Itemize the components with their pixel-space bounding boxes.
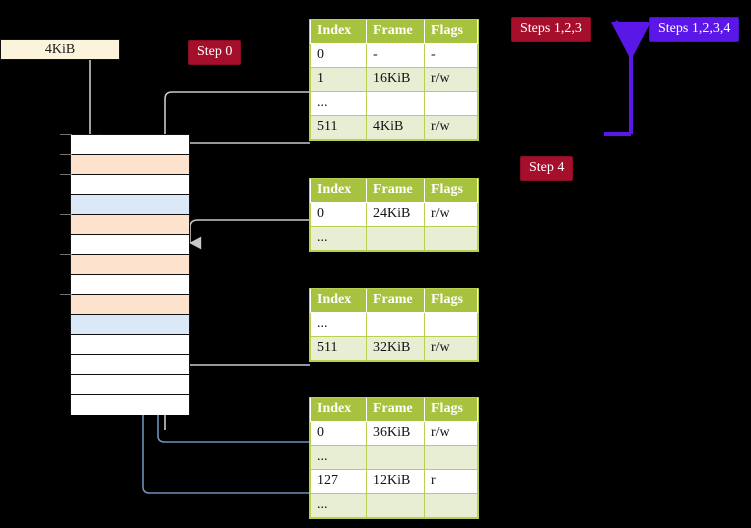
column-header-frame: Frame: [366, 20, 425, 44]
memory-row-tick: [60, 214, 72, 215]
column-header-index: Index: [310, 289, 367, 313]
step-0-badge-label: Step 0: [197, 44, 233, 59]
column-header-flags: Flags: [424, 179, 478, 203]
table-cell-frame: -: [366, 43, 425, 68]
memory-row: [71, 295, 189, 315]
table-cell-index: 0: [310, 421, 367, 446]
table-cell-flags: -: [424, 43, 478, 68]
table-cell-index: ...: [310, 493, 367, 518]
table-cell-index: 1: [310, 67, 367, 92]
steps-1234-badge: Steps 1,2,3,4: [650, 18, 739, 41]
memory-row: [71, 315, 189, 335]
table-cell-frame: 32KiB: [366, 336, 425, 361]
column-header-flags: Flags: [424, 289, 478, 313]
column-header-index: Index: [310, 20, 367, 44]
table-cell-flags: r/w: [424, 202, 478, 227]
table-cell-frame: 16KiB: [366, 67, 425, 92]
column-header-frame: Frame: [366, 289, 425, 313]
table-cell-index: 511: [310, 115, 367, 140]
steps-123-badge: Steps 1,2,3: [512, 18, 590, 41]
table-cell-frame: 12KiB: [366, 469, 425, 494]
memory-row-tick: [60, 294, 72, 295]
table-cell-frame: 4KiB: [366, 115, 425, 140]
table-cell-frame: [366, 445, 425, 470]
table-cell-index: 0: [310, 202, 367, 227]
column-header-flags: Flags: [424, 398, 478, 422]
memory-row: [71, 175, 189, 195]
table-cell-frame: [366, 226, 425, 251]
table-cell-frame: [366, 493, 425, 518]
table-cell-index: ...: [310, 312, 367, 337]
table-cell-frame: 24KiB: [366, 202, 425, 227]
memory-row: [71, 335, 189, 355]
table-cell-flags: r/w: [424, 67, 478, 92]
table-row: ...: [310, 445, 478, 470]
table-row: 0--: [310, 43, 478, 68]
step-4-badge-label: Step 4: [529, 160, 565, 175]
column-header-flags: Flags: [424, 20, 478, 44]
memory-row: [71, 235, 189, 255]
table-row: ...: [310, 226, 478, 251]
table-cell-frame: [366, 312, 425, 337]
memory-row: [71, 195, 189, 215]
physical-memory-column: [70, 134, 190, 415]
table-cell-flags: [424, 493, 478, 518]
table-cell-index: ...: [310, 91, 367, 116]
table-row: ...: [310, 312, 478, 337]
table-cell-flags: [424, 91, 478, 116]
table-row: ...: [310, 493, 478, 518]
table-cell-frame: [366, 91, 425, 116]
table-cell-index: ...: [310, 226, 367, 251]
column-header-index: Index: [310, 179, 367, 203]
table-row: ...: [310, 91, 478, 116]
column-header-frame: Frame: [366, 398, 425, 422]
step-0-badge: Step 0: [189, 41, 241, 64]
table-cell-frame: 36KiB: [366, 421, 425, 446]
steps-123-badge-label: Steps 1,2,3: [520, 21, 582, 36]
memory-row: [71, 255, 189, 275]
table-cell-flags: r/w: [424, 421, 478, 446]
memory-row-tick: [60, 134, 72, 135]
steps-1234-badge-label: Steps 1,2,3,4: [658, 21, 731, 36]
step-4-badge: Step 4: [521, 157, 573, 180]
table-cell-flags: r: [424, 469, 478, 494]
memory-row: [71, 215, 189, 235]
table-cell-flags: r/w: [424, 336, 478, 361]
memory-row: [71, 155, 189, 175]
memory-row-tick: [60, 174, 72, 175]
memory-row-tick: [60, 254, 72, 255]
memory-row: [71, 375, 189, 395]
column-header-index: Index: [310, 398, 367, 422]
table-cell-flags: [424, 445, 478, 470]
column-header-frame: Frame: [366, 179, 425, 203]
memory-row-tick: [60, 154, 72, 155]
table-cell-index: ...: [310, 445, 367, 470]
memory-block-label: 4KiB: [44, 41, 76, 57]
table-cell-index: 0: [310, 43, 367, 68]
memory-row: [71, 395, 189, 415]
table-cell-flags: r/w: [424, 115, 478, 140]
memory-row: [71, 275, 189, 295]
memory-row: [71, 135, 189, 155]
memory-row: [71, 355, 189, 375]
table-cell-index: 127: [310, 469, 367, 494]
table-cell-index: 511: [310, 336, 367, 361]
table-cell-flags: [424, 226, 478, 251]
table-cell-flags: [424, 312, 478, 337]
memory-block-4kib: 4KiB: [0, 39, 120, 60]
